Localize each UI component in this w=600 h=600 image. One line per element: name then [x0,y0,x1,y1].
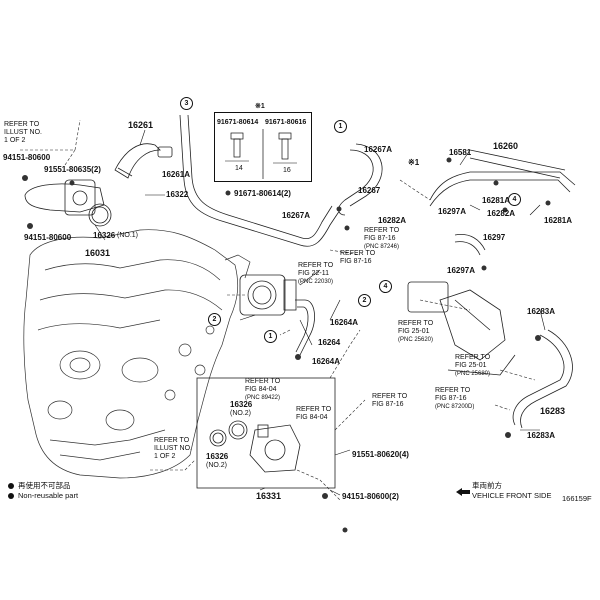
water-outlet-16031 [24,179,112,227]
inset-bolts [225,129,297,179]
hose-16264 [295,299,315,356]
label-16331: 16331 [256,491,282,501]
engine-block [23,229,251,479]
label-16283a-1: 16283A [527,307,556,316]
water-housing-16331 [196,377,336,489]
vehicle-front-en: VEHICLE FRONT SIDE [472,491,552,500]
label-16264: 16264 [318,338,341,347]
legend-en: Non-reusable part [8,491,78,501]
throttle-body [239,274,297,316]
callout-4-top: 4 [508,193,521,206]
diagram-id: 166159F [562,494,592,503]
label-16581: 16581 [449,148,472,157]
inset-part-a: 91671-80614 [217,119,259,126]
callout-1-top: 1 [334,120,347,133]
label-16261: 16261 [128,120,154,130]
callout-5: ※1 [408,158,420,167]
callout-4-mid: 4 [379,280,392,293]
label-16326-2a: 16326 [230,400,253,409]
egr-valve [407,281,516,376]
callout-2-left: 2 [208,313,221,326]
label-16283: 16283 [540,406,566,416]
hose-16297 [454,233,486,256]
label-94151-80600-a: 94151-80600 [3,153,51,162]
label-16326-no2b: (NO.2) [206,462,227,469]
label-16283a-2: 16283A [527,431,556,440]
legend-jp: 再使用不可部品 [8,481,78,491]
front-arrow [456,488,470,496]
label-16261a-1: 16261A [162,170,191,179]
hose-16283 [512,329,573,429]
callout-2-right: 2 [358,294,371,307]
hose-16322 [179,114,341,247]
label-94151-80600-2: 94151-80600(2) [342,492,399,501]
label-16264a-2: 16264A [312,357,341,366]
label-16326-2b: 16326 [206,452,229,461]
bullet-icon [8,483,14,490]
label-16281a-1: 16281A [482,196,511,205]
hose-16267 [338,143,383,216]
label-16282a-2: 16282A [487,209,516,218]
label-16297a-1: 16297A [438,207,467,216]
vehicle-front: 車両前方 VEHICLE FRONT SIDE [472,481,551,501]
inset-mark: ※1 [255,103,265,110]
inset-part-b: 91671-80616 [265,119,307,126]
label-91551-80620-4: 91551-80620(4) [352,450,409,459]
label-16267: 16267 [358,186,381,195]
label-16297a-2: 16297A [447,266,476,275]
leader-lines [94,129,546,496]
label-16297: 16297 [483,233,506,242]
label-16326-no1: (NO.1) [117,232,138,239]
dashed-lines [20,119,536,501]
label-16281a-2: 16281A [544,216,573,225]
inset-dim-a: 14 [235,165,243,172]
callout-1-mid: 1 [264,330,277,343]
label-16326-no2a: (NO.2) [230,410,251,417]
label-16031: 16031 [85,248,111,258]
label-16326-1: 16326 [93,231,116,240]
label-16267a-2: 16267A [282,211,311,220]
callout-3: 3 [180,97,193,110]
label-91551-80635-2: 91551-80635(2) [44,165,101,174]
legend: 再使用不可部品 Non-reusable part [8,481,78,501]
label-16322: 16322 [166,190,189,199]
label-16260: 16260 [493,141,519,151]
label-16282a-1: 16282A [378,216,407,225]
label-16267a-1: 16267A [364,145,393,154]
label-94151-80600-b: 94151-80600 [24,233,72,242]
fasteners [22,157,551,533]
inset-dim-b: 16 [283,167,291,174]
vehicle-front-jp: 車両前方 [472,481,502,490]
hose-16261 [114,143,173,179]
bullet-icon [8,493,14,500]
label-91671-80614-2: 91671-80614(2) [234,189,291,198]
pipe-16260 [429,149,576,207]
label-16264a-1: 16264A [330,318,359,327]
bolt-inset: ※1 91671-80614 91671-80616 14 16 [214,103,312,182]
